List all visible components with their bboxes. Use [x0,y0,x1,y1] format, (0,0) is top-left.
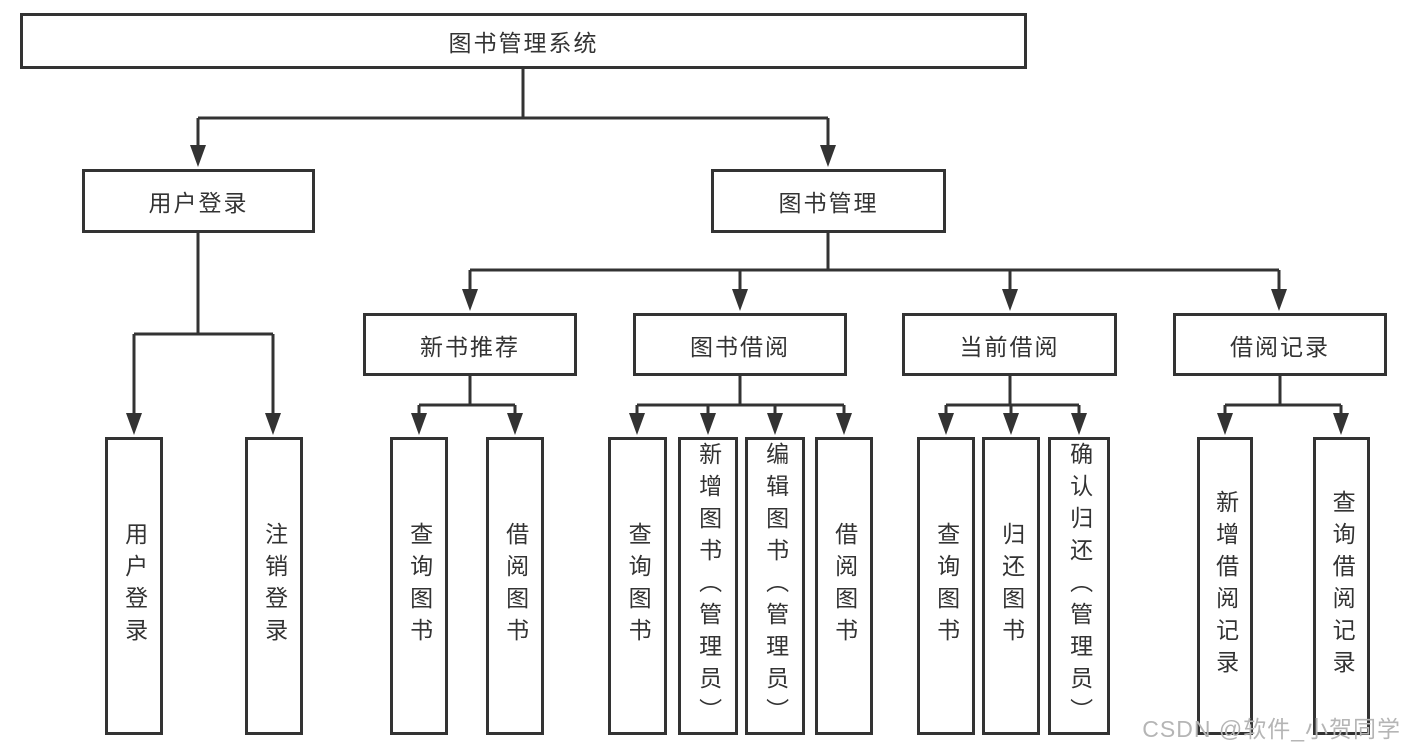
leaf-label: 编辑图书（管理员） [762,442,789,730]
node-label: 图书借阅 [690,333,790,360]
leaf-label: 新增借阅记录 [1212,490,1239,682]
node-label: 借阅记录 [1230,333,1330,360]
leaf-label: 查询图书 [933,522,960,650]
leaf-user-login: 用户登录 [105,437,163,735]
node-book-management: 图书管理 [711,169,946,233]
leaf-label: 借阅图书 [502,522,529,650]
leaf-query-borrow-record: 查询借阅记录 [1313,437,1370,735]
node-label: 用户登录 [148,190,249,216]
node-label: 图书管理 [778,190,879,216]
node-label: 当前借阅 [959,333,1060,360]
leaf-label: 查询借阅记录 [1329,490,1356,682]
leaf-query-books-recommend: 查询图书 [390,437,448,735]
leaf-label: 归还图书 [998,522,1025,650]
tree-edges [132,69,1343,417]
leaf-borrow-books-recommend: 借阅图书 [486,437,544,735]
node-label: 图书管理系统 [448,30,599,56]
node-book-borrowing: 图书借阅 [633,313,847,376]
leaf-query-books-borrowing: 查询图书 [608,437,667,735]
leaf-label: 查询图书 [406,522,433,650]
leaf-label: 借阅图书 [831,522,858,650]
leaf-label: 用户登录 [121,522,148,650]
node-label: 新书推荐 [420,333,520,360]
arrowheads [126,145,1349,435]
node-library-management-system: 图书管理系统 [20,13,1027,69]
node-user-login: 用户登录 [82,169,315,233]
leaf-add-books-admin: 新增图书（管理员） [678,437,738,735]
leaf-return-books: 归还图书 [982,437,1040,735]
leaf-logout-login: 注销登录 [245,437,303,735]
node-new-book-recommendation: 新书推荐 [363,313,577,376]
watermark-text: CSDN @软件_小贺同学 [1142,716,1401,742]
leaf-add-borrow-record: 新增借阅记录 [1197,437,1253,735]
leaf-label: 注销登录 [261,522,288,650]
leaf-label: 查询图书 [625,522,652,650]
leaf-query-books-current: 查询图书 [917,437,975,735]
leaf-label: 确认归还（管理员） [1066,442,1093,730]
leaf-borrow-books-borrowing: 借阅图书 [815,437,873,735]
leaf-label: 新增图书（管理员） [695,442,722,730]
leaf-edit-books-admin: 编辑图书（管理员） [745,437,805,735]
node-borrowing-records: 借阅记录 [1173,313,1387,376]
leaf-confirm-return-admin: 确认归还（管理员） [1048,437,1110,735]
node-current-borrowing: 当前借阅 [902,313,1117,376]
